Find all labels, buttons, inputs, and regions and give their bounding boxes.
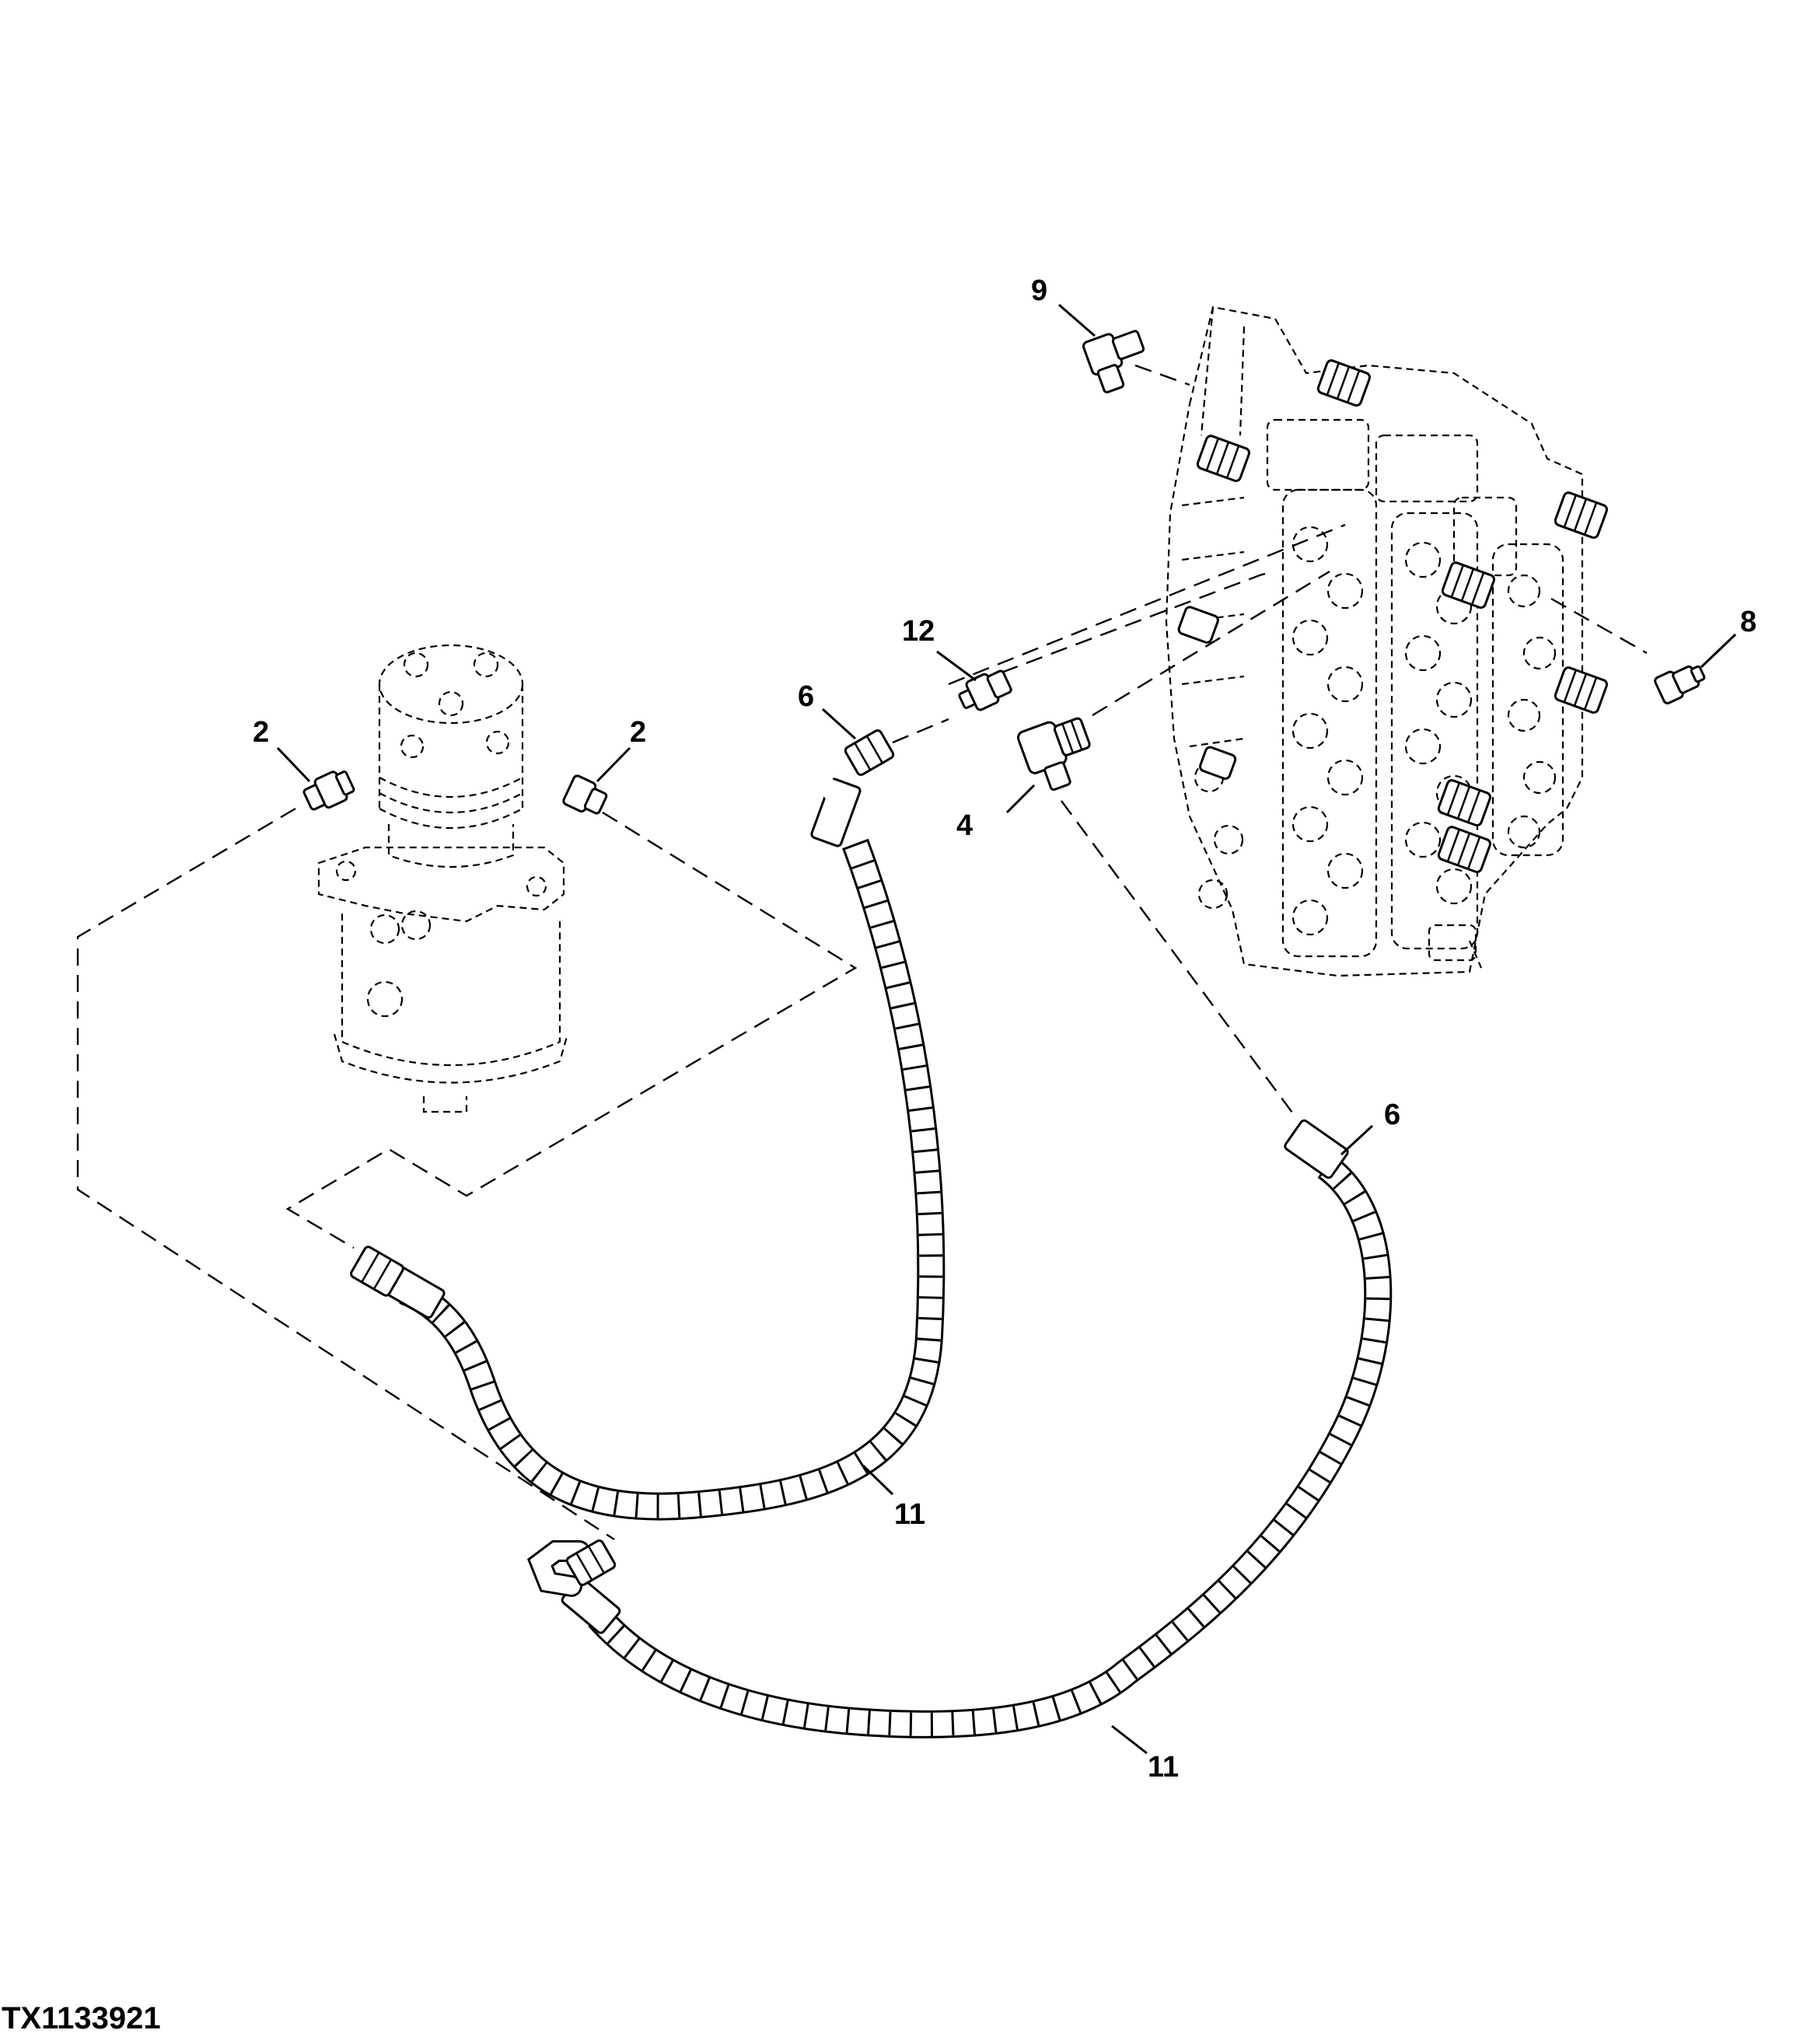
callout-2-left: 2 [253,716,269,749]
tee-fitting-4 [1016,717,1091,791]
leader-lines [276,303,1737,1755]
elbow-fitting-9 [1082,330,1145,393]
callout-4: 4 [956,809,973,842]
swivel-joint [317,644,569,1113]
callout-6-upper: 6 [798,680,814,713]
fitting-12 [958,669,1012,711]
figure-id-label: TX1133921 [2,2001,161,2035]
callout-11-lower: 11 [1148,1751,1179,1784]
fitting-2-right [562,774,608,815]
control-valve [1165,306,1584,977]
callout-6-right: 6 [1384,1099,1400,1131]
fitting-2-left [302,770,355,811]
hose-11-lower [527,1119,1393,1738]
callout-8: 8 [1740,606,1756,638]
callout-12: 12 [902,615,935,648]
valve-port-fittings [1177,359,1609,874]
assembly-lines [76,364,1648,1541]
callout-2-right: 2 [630,716,646,749]
hose-11-left [350,729,945,1521]
callout-9: 9 [1031,274,1047,307]
fitting-8 [1654,665,1706,705]
callout-11-left: 11 [894,1498,925,1531]
